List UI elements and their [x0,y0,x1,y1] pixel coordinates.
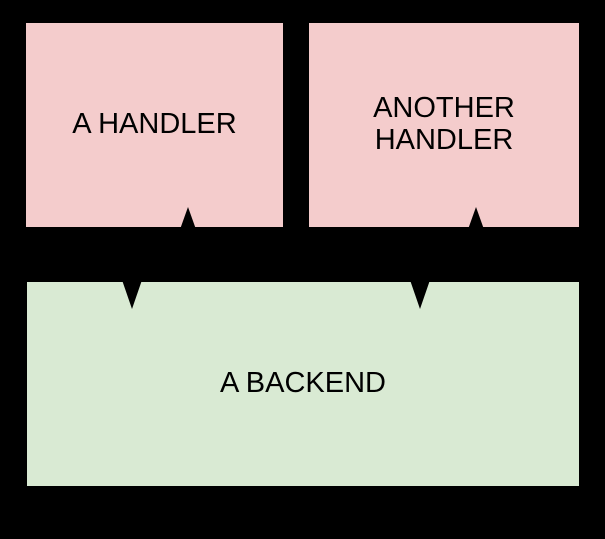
node-a-handler-label: A HANDLER [72,108,237,141]
node-another-handler-label: ANOTHER HANDLER [373,92,515,156]
node-another-handler: ANOTHER HANDLER [309,23,579,227]
node-a-handler: A HANDLER [26,23,283,227]
node-a-backend: A BACKEND [27,282,579,486]
node-a-backend-label: A BACKEND [220,367,386,400]
